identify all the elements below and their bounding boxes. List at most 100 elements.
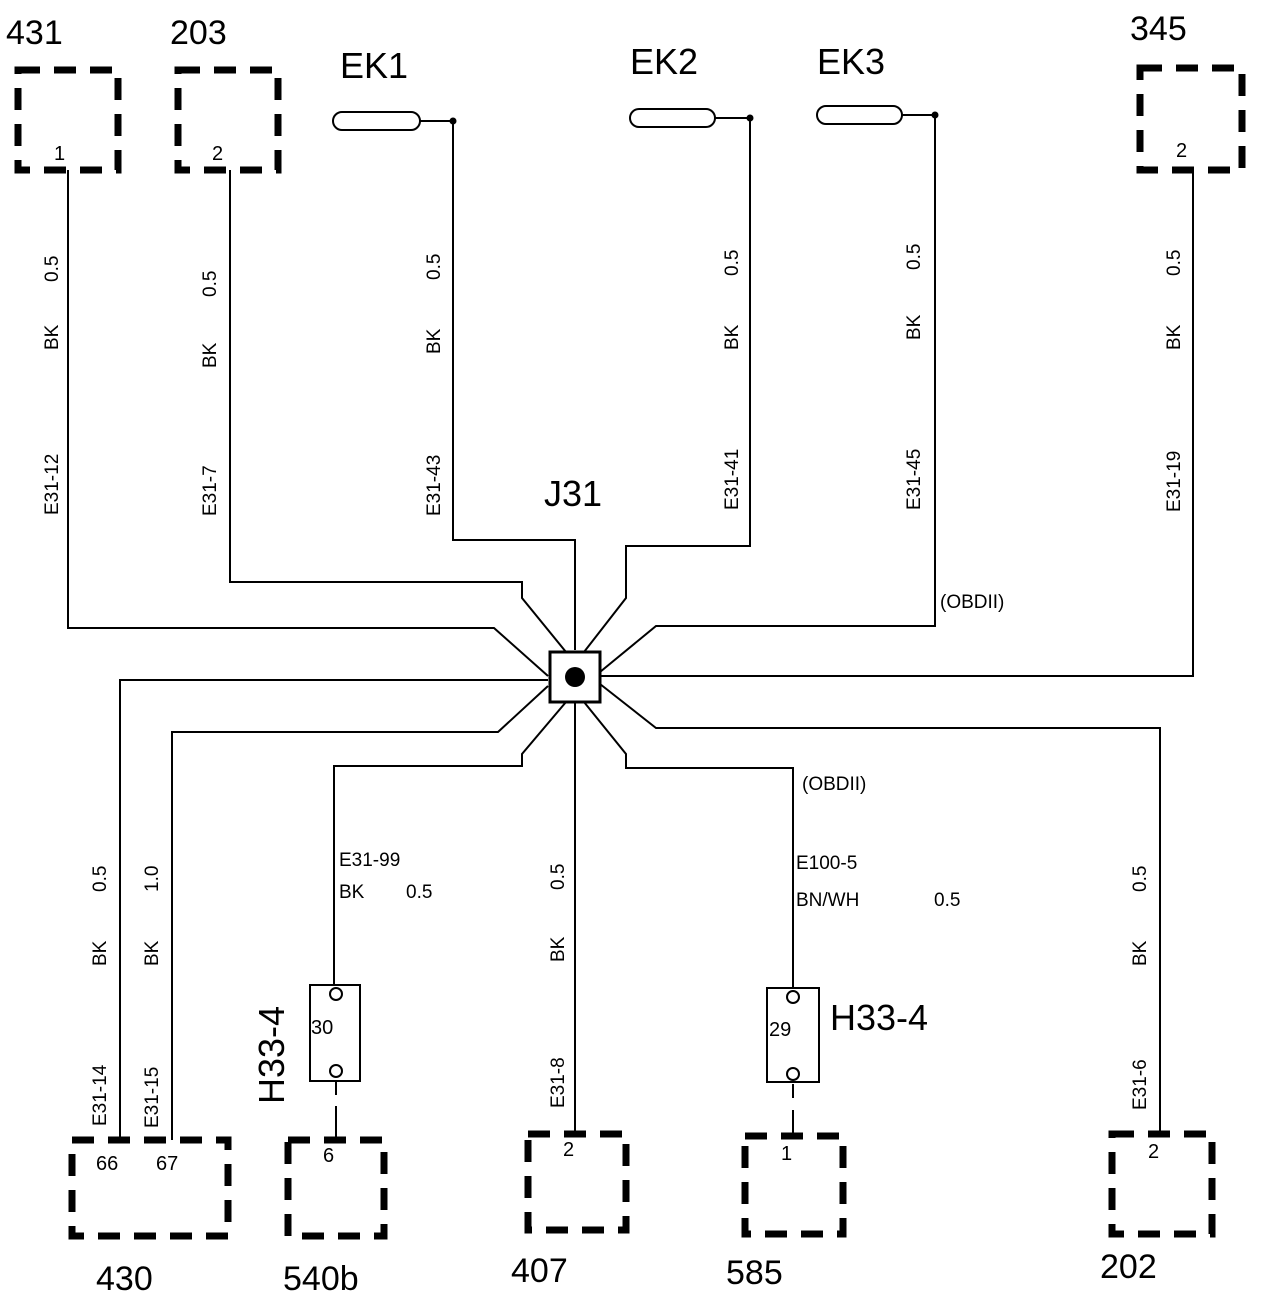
connector-h33-right-pin: 29 [769,1019,791,1041]
component-540b-label: 540b [283,1260,359,1296]
ground-point-ek3-eyelet [816,105,903,125]
wire-ek1 [452,121,576,650]
component-202-box [1108,1130,1216,1238]
wire-202-size: 0.5 [1130,866,1151,892]
component-585: 1 585 [726,1132,847,1292]
component-345-label: 345 [1130,10,1187,48]
wire-431-labels: 0.5 BK E31-12 [42,256,63,515]
component-585-box [741,1132,847,1238]
component-430-box [68,1136,232,1240]
connector-h33-left-pin: 30 [311,1017,333,1039]
ground-point-ek2: EK2 [629,41,754,128]
component-407: 2 407 [511,1130,630,1290]
wire-430-a-size: 0.5 [90,866,111,892]
wire-540b-color: BK [339,882,365,903]
wire-202-id: E31-6 [1130,1059,1151,1110]
wire-203-size: 0.5 [200,271,221,297]
component-203-pin: 2 [212,143,223,165]
component-430-pin-a: 66 [96,1153,118,1175]
wire-540b-id: E31-99 [339,850,400,871]
wire-585-labels: (OBDII) E100-5 BN/WH 0.5 [796,774,960,911]
connector-h33-left-pin-top [329,987,343,1001]
ground-point-ek1-eyelet [332,111,421,131]
wire-ek2-size: 0.5 [722,250,743,276]
junction-j31-node [565,667,585,687]
wire-431 [67,170,549,677]
ground-point-ek1: EK1 [332,45,457,131]
wire-345-color: BK [1164,324,1185,350]
component-407-box [524,1130,630,1234]
component-431: 431 1 [6,14,122,174]
component-203-box [174,66,282,174]
wire-ek3-id: E31-45 [904,449,925,510]
ground-point-ek2-eyelet [629,108,716,128]
component-202: 2 202 [1100,1130,1216,1286]
wire-203-id: E31-7 [200,465,221,516]
component-203: 203 2 [170,14,282,174]
component-345-pin: 2 [1176,140,1187,162]
component-345-box [1136,64,1246,174]
wire-ek1-labels: 0.5 BK E31-43 [424,254,445,516]
component-345: 345 2 [1130,10,1246,174]
wire-430-a-color: BK [90,940,111,966]
junction-j31: J31 [544,473,602,704]
component-540b: 6 540b [283,1136,388,1296]
wire-345 [600,170,1194,677]
wire-430-a-labels: 0.5 BK E31-14 [90,866,111,1126]
wire-585 [583,701,794,990]
wire-345-labels: 0.5 BK E31-19 [1164,250,1185,512]
wire-430-b-size: 1.0 [142,866,163,892]
component-431-box [14,66,122,174]
component-430: 66 67 430 [68,1136,232,1296]
wire-430-a [119,679,548,1140]
ground-point-ek1-label: EK1 [340,45,408,86]
component-407-pin: 2 [563,1139,574,1161]
component-430-label: 430 [96,1260,153,1296]
component-202-label: 202 [1100,1248,1157,1286]
wire-ek1-color: BK [424,328,445,354]
connector-h33-right-label: H33-4 [830,997,928,1038]
wire-430-b-id: E31-15 [142,1067,163,1128]
connector-h33-left-pin-bottom [329,1064,343,1078]
component-430-pin-b: 67 [156,1153,178,1175]
wire-430-b-labels: 1.0 BK E31-15 [142,866,163,1128]
component-431-pin: 1 [54,143,65,165]
ground-point-ek3-label: EK3 [817,41,885,82]
wire-430-a-id: E31-14 [90,1064,111,1126]
wire-585-color: BN/WH [796,890,859,911]
wire-540b-labels: E31-99 BK 0.5 [339,850,432,903]
component-431-label: 431 [6,14,63,52]
connector-h33-right: H33-4 29 [766,987,928,1136]
wire-431-color: BK [42,324,63,350]
ground-point-ek2-label: EK2 [630,41,698,82]
component-540b-box [284,1136,388,1240]
wire-202-labels: 0.5 BK E31-6 [1130,866,1151,1110]
wire-ek2-labels: 0.5 BK E31-41 [722,250,743,510]
wire-585-note: (OBDII) [802,774,866,795]
wire-ek1-size: 0.5 [424,254,445,280]
wire-431-size: 0.5 [42,256,63,282]
wire-202 [599,683,1161,1134]
connector-h33-left-label: H33-4 [251,1006,292,1104]
connector-h33-left: H33-4 30 [251,984,361,1138]
wire-ek2-id: E31-41 [722,449,743,510]
wire-407-id: E31-8 [548,1057,569,1108]
connector-h33-right-pin-bottom [786,1067,800,1081]
wire-585-size: 0.5 [934,890,960,911]
component-540b-pin: 6 [323,1145,334,1167]
component-202-pin: 2 [1148,1141,1159,1163]
wire-540b-size: 0.5 [406,882,432,903]
component-407-label: 407 [511,1252,568,1290]
junction-j31-label: J31 [544,473,602,514]
wire-ek2-color: BK [722,324,743,350]
wire-540b [333,701,567,986]
wire-ek1-id: E31-43 [424,455,445,516]
wire-345-id: E31-19 [1164,451,1185,512]
wire-202-color: BK [1130,940,1151,966]
wire-203 [229,170,567,653]
wire-430-b-color: BK [142,940,163,966]
component-585-label: 585 [726,1254,783,1292]
wire-ek3-note: (OBDII) [940,592,1004,613]
wire-203-labels: 0.5 BK E31-7 [200,271,221,516]
wire-407-color: BK [548,936,569,962]
